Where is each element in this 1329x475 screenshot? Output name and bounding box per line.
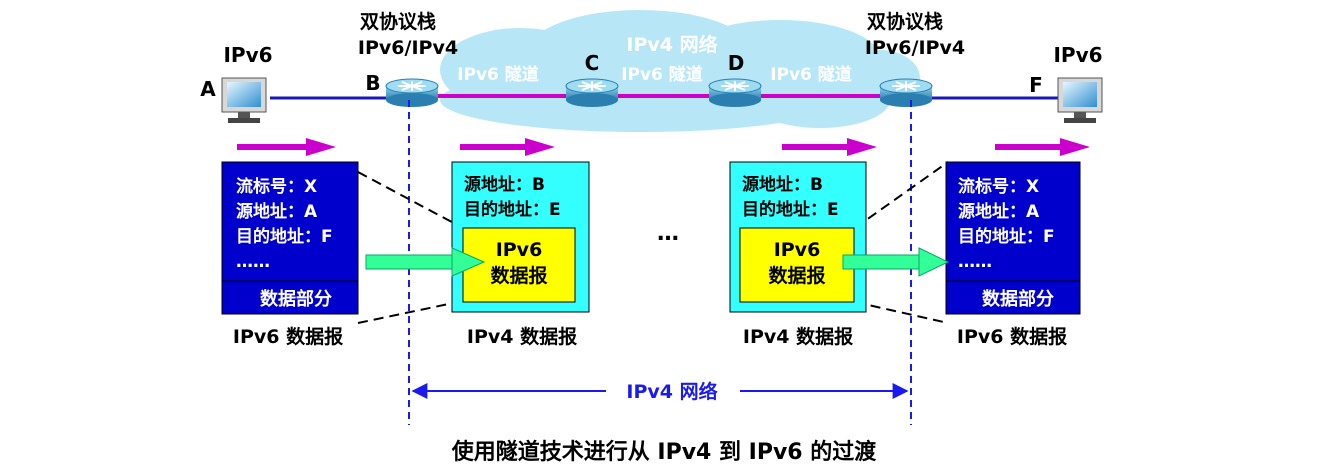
node-label-d: D [728,51,745,75]
computer-icon [1057,77,1103,123]
node-label-b: B [365,71,380,95]
router-icon [565,78,619,107]
packet-caption: IPv6 数据报 [957,325,1067,348]
packet-caption: IPv4 数据报 [743,325,853,348]
connector-line [854,301,949,324]
node-label-c: C [585,51,600,75]
data-part-label: 数据部分 [260,288,332,310]
ipv4-packet: 源地址：B 目的地址：E IPv6 数据报 [729,161,867,313]
ipv6-packet: 流标号：X 源地址：A 目的地址：F …… 数据部分 [945,161,1081,315]
direction-arrow [460,138,555,156]
packet-caption: IPv6 数据报 [233,325,343,348]
computer-icon [221,77,267,123]
right-host-label: IPv6 [1053,43,1102,67]
packet-line: 目的地址：E [464,199,561,220]
cloud-label: IPv4 网络 [626,33,717,56]
packet-line: 源地址：B [464,174,545,195]
direction-arrow [995,138,1090,156]
right-stack-label-2: IPv6/IPv4 [865,37,965,59]
tunnel-label: IPv6 隧道 [621,64,703,85]
router-icon [385,78,439,107]
direction-arrow [782,138,877,156]
data-part-label: 数据部分 [982,288,1054,310]
packet-line: …… [958,252,992,272]
node-label-a: A [200,77,216,101]
direction-arrow [237,138,336,156]
span-label: IPv4 网络 [626,380,717,403]
node-label-f: F [1029,73,1043,97]
connector-line [357,171,464,229]
ipv4-packet: 源地址：B 目的地址：E IPv6 数据报 [451,161,590,313]
packet-line: 流标号：X [958,176,1039,197]
connector-line [854,161,949,229]
packet-line: …… [236,252,270,272]
router-icon [879,78,933,107]
inner-ipv6-label: IPv6 [774,239,821,261]
tunnel-label: IPv6 隧道 [457,64,539,85]
packet-line: 流标号：X [236,176,317,197]
ellipsis: … [657,221,679,246]
packet-line: 源地址：A [958,201,1040,222]
connector-line [357,301,459,324]
tunnel-label: IPv6 隧道 [770,64,852,85]
packet-line: 源地址：A [236,201,318,222]
node-label-e: E [935,73,949,97]
diagram-title: 使用隧道技术进行从 IPv4 到 IPv6 的过渡 [451,439,878,465]
packet-line: 源地址：B [742,174,823,195]
decapsulate-arrow [842,247,950,277]
packet-line: 目的地址：F [958,226,1055,247]
left-stack-label-2: IPv6/IPv4 [358,37,458,59]
ipv6-packet: 流标号：X 源地址：A 目的地址：F …… 数据部分 [221,161,359,315]
packet-line: 目的地址：E [742,199,839,220]
inner-ipv6-label: IPv6 [496,239,543,261]
inner-datagram-label: 数据报 [768,264,825,287]
encapsulate-arrow [365,247,486,277]
left-host-label: IPv6 [223,43,272,67]
packet-line: 目的地址：F [236,226,333,247]
packet-caption: IPv4 数据报 [467,325,577,348]
ipv4-cloud [440,10,920,132]
router-icon [708,78,762,107]
right-stack-label-1: 双协议栈 [867,10,943,33]
inner-datagram-label: 数据报 [490,264,547,287]
left-stack-label-1: 双协议栈 [360,10,436,33]
